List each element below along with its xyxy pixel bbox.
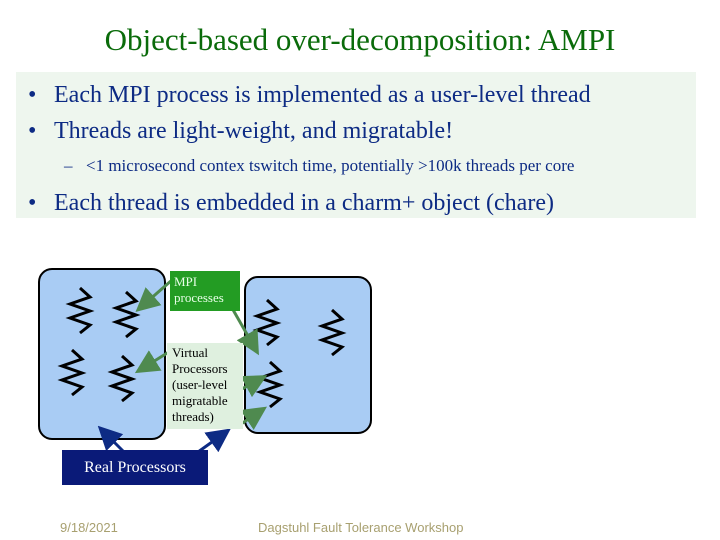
thread-icon: [111, 290, 141, 339]
arrow-vp-right: [239, 375, 268, 398]
footer-event: Dagstuhl Fault Tolerance Workshop: [258, 520, 464, 535]
thread-icon: [252, 298, 282, 347]
bullet-text: Threads are light-weight, and migratable…: [54, 118, 454, 144]
bullet-dot: •: [28, 82, 37, 108]
real-processors-label: Real Processors: [62, 450, 208, 485]
sub-bullet-text: <1 microsecond contex tswitch time, pote…: [86, 156, 575, 175]
vp-line: (user-level: [172, 377, 228, 392]
vp-line: Processors: [172, 361, 228, 376]
bullet-text: Each MPI process is implemented as a use…: [54, 82, 591, 108]
bullet-dot: •: [28, 118, 37, 144]
vp-line: migratable: [172, 393, 228, 408]
arrow-mpi-right: [230, 307, 259, 356]
thread-icon: [255, 360, 285, 409]
mpi-processes-label: MPI processes: [170, 271, 240, 311]
virtual-processors-label: Virtual Processors (user-level migratabl…: [167, 343, 243, 429]
arrow-real-right: [197, 428, 231, 454]
bullet-dot: •: [28, 190, 37, 216]
sub-bullet-dash: –: [64, 156, 73, 175]
vp-line: Virtual: [172, 345, 209, 360]
arrow-vp-left: [134, 348, 173, 374]
thread-icon: [57, 348, 87, 397]
thread-icon: [107, 354, 137, 403]
bullet-text: Each thread is embedded in a charm+ obje…: [54, 190, 554, 216]
thread-icon: [317, 308, 347, 357]
vp-line: threads): [172, 409, 214, 424]
arrow-mpi-left: [135, 278, 173, 312]
slide-title: Object-based over-decomposition: AMPI: [104, 22, 616, 57]
arrow-real-left: [97, 425, 126, 454]
bullet-panel: [16, 72, 696, 218]
thread-icon: [65, 286, 95, 335]
footer-date: 9/18/2021: [60, 520, 118, 535]
